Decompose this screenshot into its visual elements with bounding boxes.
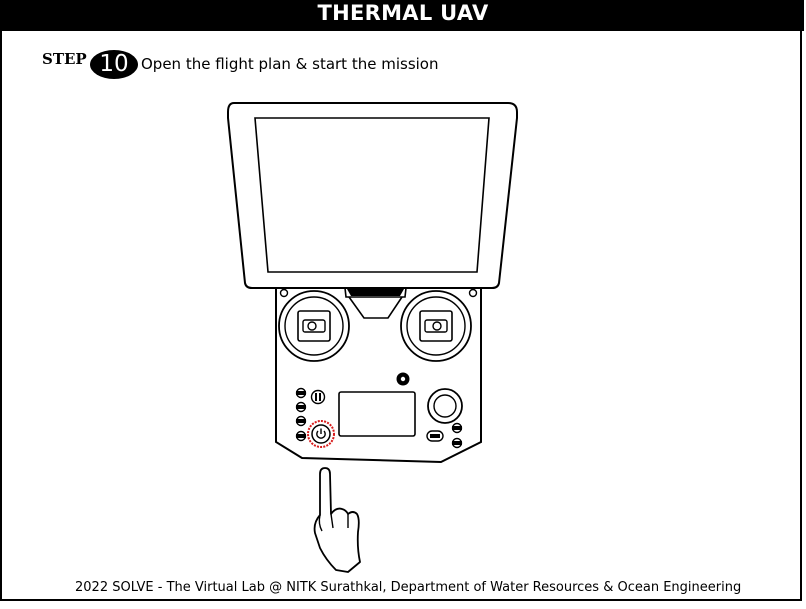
- step-instruction: Open the flight plan & start the mission: [141, 55, 439, 73]
- page-title: THERMAL UAV: [2, 0, 804, 31]
- footer-credit: 2022 SOLVE - The Virtual Lab @ NITK Sura…: [75, 580, 742, 595]
- step-number-badge: 10: [90, 50, 138, 79]
- tablet-frame: [227, 102, 518, 289]
- step-label: STEP: [42, 50, 87, 68]
- controller-body: [275, 288, 482, 464]
- controller-display: [338, 391, 416, 437]
- pause-icon: [315, 393, 321, 401]
- camera-icon: [396, 372, 410, 386]
- tablet-screen: [254, 117, 490, 273]
- power-icon: [316, 428, 326, 439]
- pointing-hand-icon: [313, 467, 361, 573]
- power-button[interactable]: [307, 420, 335, 448]
